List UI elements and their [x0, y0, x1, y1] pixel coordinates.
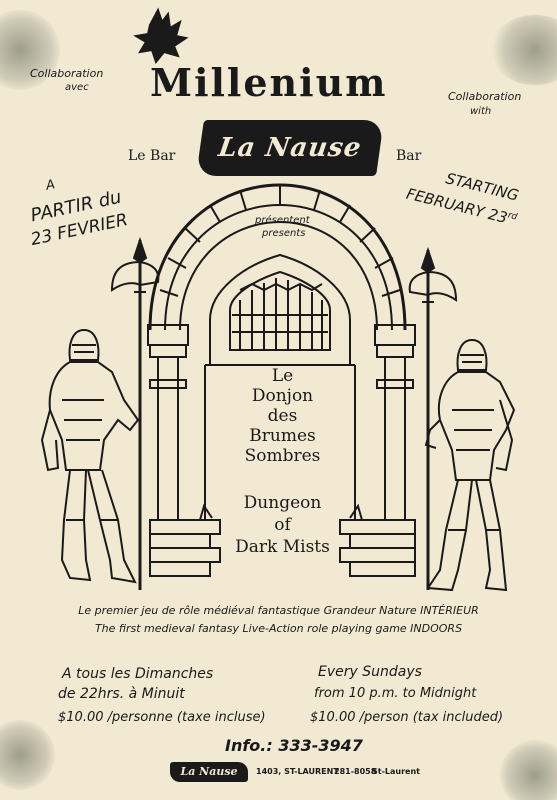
door-fr-line: Sombres [244, 446, 321, 466]
collab-en-with: with [470, 106, 492, 117]
price-fr: $10.00 /personne (taxe incluse) [58, 710, 266, 725]
tagline-fr: Le premier jeu de rôle médiéval fantasti… [78, 604, 479, 617]
door-fr-line: Le [271, 366, 294, 386]
bar-right-label: Bar [396, 148, 422, 164]
door-title-en: Dungeon of Dark Mists [205, 492, 360, 558]
price-en: $10.00 /person (tax included) [310, 710, 504, 725]
collab-en-label: Collaboration [448, 90, 522, 103]
stain [0, 720, 55, 790]
door-fr-line: Brumes [249, 426, 316, 446]
door-en-line: of [274, 515, 291, 535]
collab-fr-avec: avec [65, 82, 89, 93]
tagline-en: The first medieval fantasy Live-Action r… [94, 622, 463, 635]
footer-metro: St-Laurent [372, 767, 420, 776]
schedule-en-line1: Every Sundays [318, 664, 422, 680]
door-en-line: Dark Mists [235, 537, 330, 557]
footer-logo-text: La Nause [180, 765, 238, 778]
collab-fr-label: Collaboration [30, 67, 104, 80]
footer-logo: La Nause [170, 762, 248, 782]
la-nause-logo-text: La Nause [216, 133, 364, 163]
la-nause-logo: La Nause [196, 120, 384, 176]
schedule-fr-line1: A tous les Dimanches [62, 666, 214, 682]
footer-address: 1403, ST-LAURENT [256, 767, 339, 776]
footer-phone: 281-8058 [334, 767, 377, 776]
door-fr-line: des [267, 406, 298, 426]
schedule-fr-line2: de 22hrs. à Minuit [58, 686, 185, 702]
door-en-line: Dungeon [243, 493, 322, 513]
door-title-fr: Le Donjon des Brumes Sombres [210, 366, 355, 466]
door-fr-line: Donjon [251, 386, 314, 406]
presents-en: presents [262, 228, 306, 239]
schedule-en-line2: from 10 p.m. to Midnight [314, 686, 477, 701]
presents-fr: présentent [255, 215, 310, 226]
bar-left-label: Le Bar [128, 148, 176, 164]
info-phone: Info.: 333-3947 [225, 736, 363, 755]
stain [500, 740, 557, 800]
stain [490, 15, 557, 85]
millenium-title: Millenium [150, 60, 388, 105]
